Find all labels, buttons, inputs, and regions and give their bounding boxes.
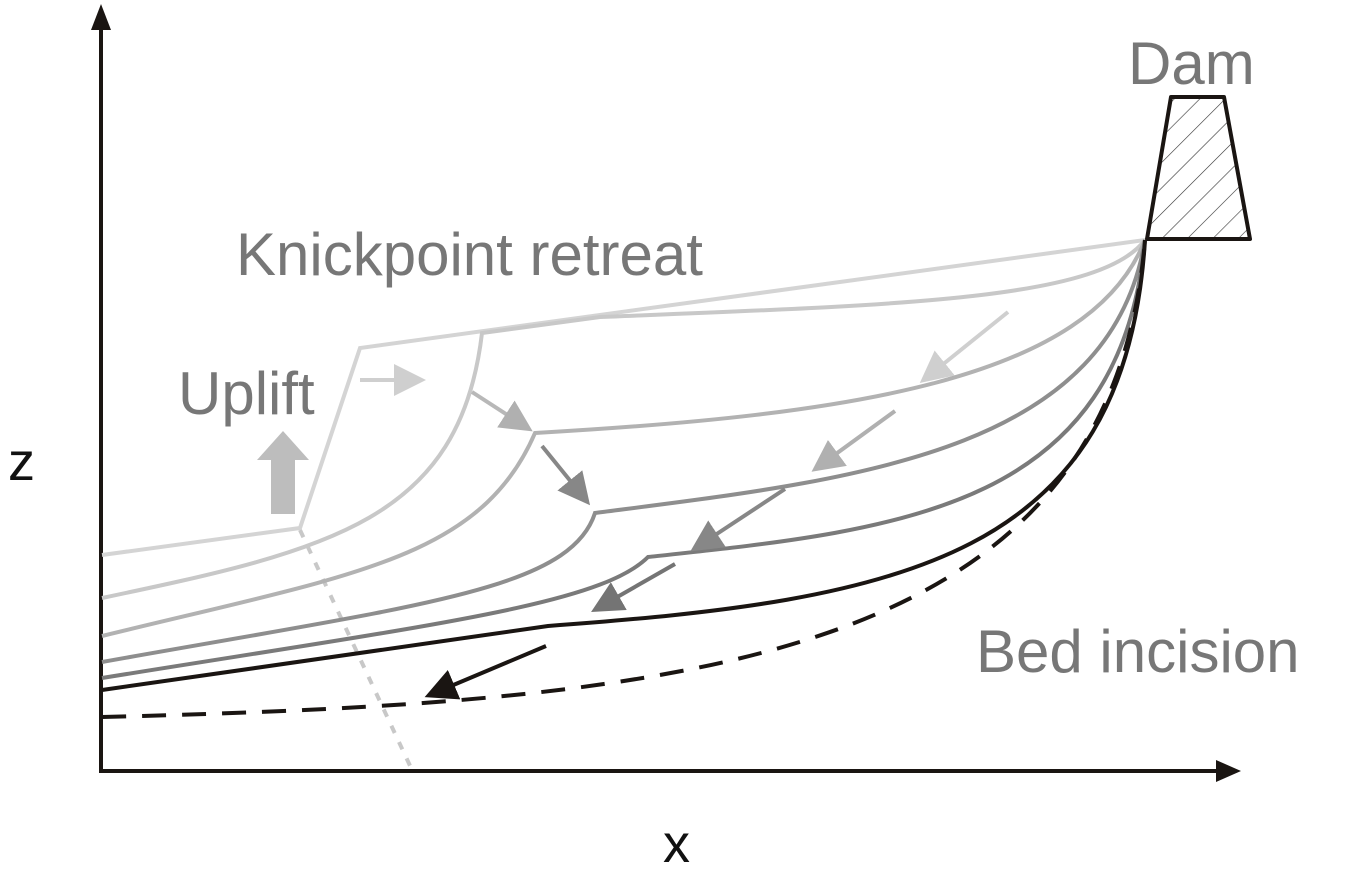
arrow-icon bbox=[591, 562, 676, 612]
dam-structure bbox=[1145, 95, 1252, 241]
dam-label: Dam bbox=[1128, 30, 1255, 97]
z-axis-label: z bbox=[8, 432, 35, 492]
x-axis-label: x bbox=[663, 814, 690, 874]
profile-2 bbox=[101, 238, 1147, 600]
z-axis-arrowhead bbox=[91, 4, 111, 30]
x-axis-arrowhead bbox=[1216, 760, 1241, 782]
arrow-icon bbox=[919, 310, 1010, 384]
profile-3 bbox=[101, 239, 1147, 638]
bed-incision-label: Bed incision bbox=[976, 618, 1300, 685]
arrow-icon bbox=[470, 390, 533, 432]
profile-4 bbox=[101, 239, 1147, 664]
profile-bed-incision-dashed bbox=[101, 239, 1147, 719]
uplift-arrow-icon bbox=[257, 431, 309, 514]
arrow-icon bbox=[690, 487, 787, 552]
profile-5 bbox=[101, 239, 1147, 680]
retreat-arrows bbox=[360, 310, 1010, 700]
axes bbox=[91, 4, 1241, 782]
knickpoint-retreat-label: Knickpoint retreat bbox=[236, 221, 703, 288]
river-profiles bbox=[101, 238, 1147, 719]
arrow-icon bbox=[424, 644, 547, 700]
arrow-icon bbox=[540, 444, 591, 506]
profile-1-initial bbox=[101, 238, 1146, 557]
uplift-label: Uplift bbox=[178, 360, 315, 427]
profile-6-current bbox=[101, 239, 1147, 692]
knickpoint-trace-dotted bbox=[298, 529, 414, 771]
arrow-icon bbox=[811, 409, 897, 472]
